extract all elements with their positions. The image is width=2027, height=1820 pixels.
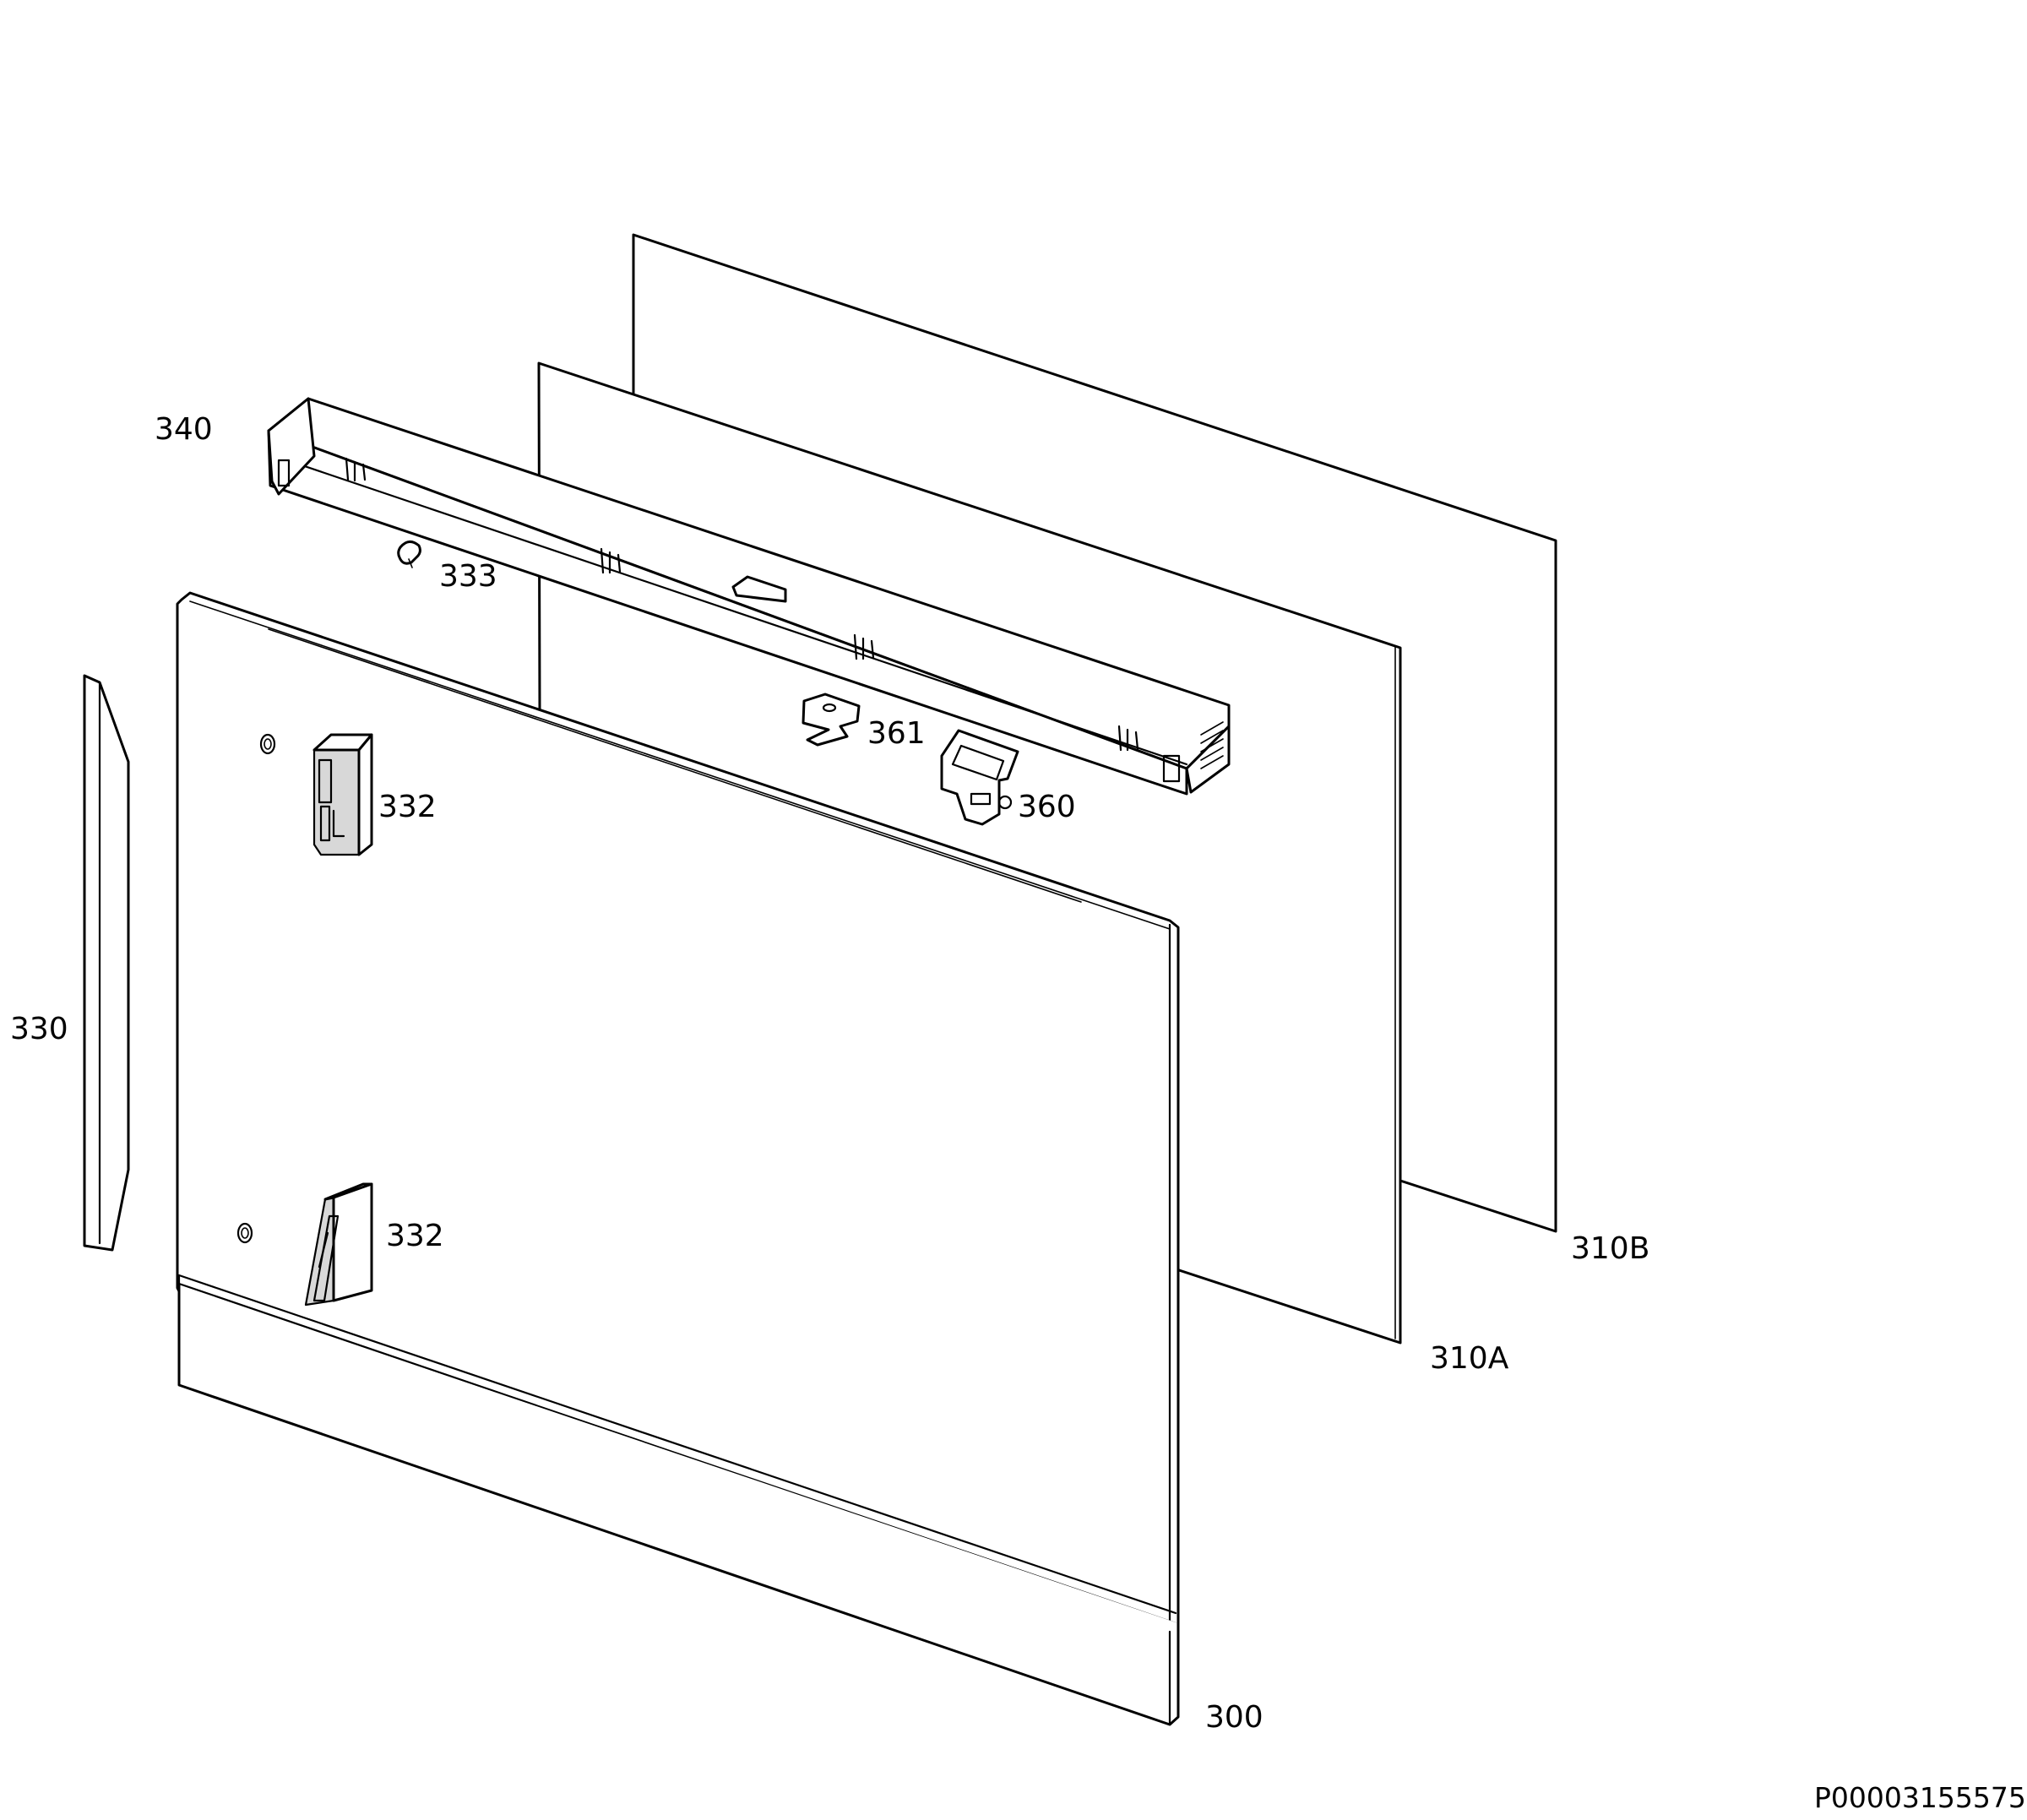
label-332-upper: 332 bbox=[378, 790, 437, 824]
side-strip-330[interactable] bbox=[83, 674, 130, 1252]
mounting-hole-upper bbox=[259, 733, 276, 755]
label-333: 333 bbox=[439, 559, 497, 594]
label-361: 361 bbox=[867, 716, 926, 751]
top-trim-340[interactable] bbox=[267, 397, 1231, 796]
document-id: P00003155575 bbox=[1814, 1781, 2026, 1814]
label-330: 330 bbox=[10, 1012, 68, 1046]
label-360: 360 bbox=[1018, 790, 1076, 824]
label-332-lower: 332 bbox=[386, 1219, 444, 1253]
label-340: 340 bbox=[155, 412, 213, 447]
screw-333[interactable] bbox=[397, 541, 421, 568]
spacer-block-332-lower[interactable] bbox=[304, 1182, 373, 1307]
label-300: 300 bbox=[1205, 1700, 1263, 1735]
mounting-hole-lower bbox=[236, 1222, 253, 1244]
vent-grille bbox=[1200, 721, 1224, 769]
spacer-block-332-upper[interactable] bbox=[312, 733, 373, 856]
bracket-361[interactable] bbox=[802, 693, 861, 747]
label-310B: 310B bbox=[1571, 1231, 1649, 1266]
front-glass-300[interactable] bbox=[176, 591, 1180, 1726]
label-310A: 310A bbox=[1430, 1341, 1509, 1376]
hinge-360[interactable] bbox=[940, 729, 1019, 826]
